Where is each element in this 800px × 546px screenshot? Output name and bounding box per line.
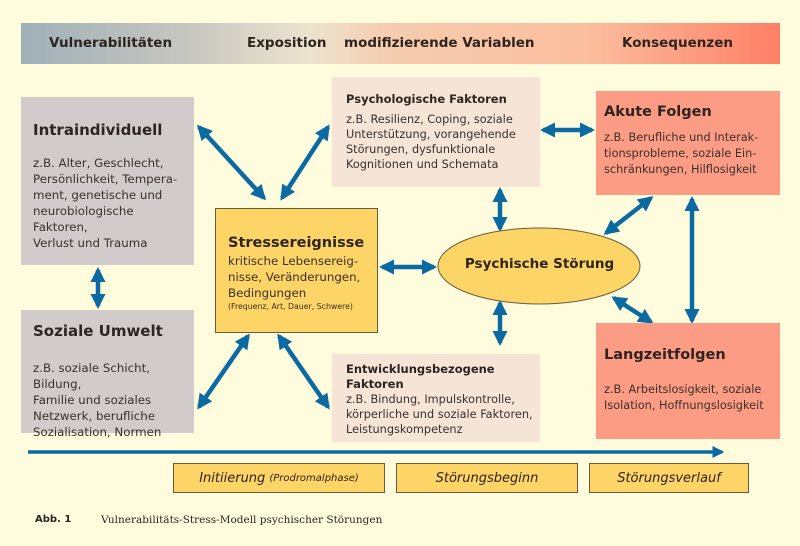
psychological-title: Psychologische Faktoren bbox=[346, 92, 507, 106]
text-line: z.B. Alter, Geschlecht, bbox=[33, 156, 164, 170]
text-line: Kognitionen und Schemata bbox=[346, 158, 499, 171]
box-social-environment: Soziale Umwelt z.B. soziale Schicht, Bil… bbox=[21, 310, 194, 439]
text-line: kritische Lebensereig- bbox=[228, 254, 359, 268]
title-line: Entwicklungsbezogene bbox=[346, 362, 495, 376]
phase-header-band: Vulnerabilitäten Exposition modifizieren… bbox=[21, 23, 780, 64]
box-acute-consequences: Akute Folgen z.B. Berufliche und Interak… bbox=[596, 91, 780, 195]
text-line: ment, genetische und bbox=[33, 188, 163, 202]
developmental-text: z.B. Bindung, Impulskontrolle, körperlic… bbox=[346, 392, 536, 437]
psychological-text: z.B. Resilienz, Coping, soziale Unterstü… bbox=[346, 112, 534, 172]
stress-title: Stressereignisse bbox=[228, 235, 365, 251]
phase-course-label: Störungsverlauf bbox=[617, 470, 721, 486]
text-line: neurobiologische Faktoren, bbox=[33, 204, 134, 234]
text-line: schränkungen, Hilflosigkeit bbox=[604, 163, 757, 176]
text-line: z.B. Berufliche und Interak- bbox=[604, 131, 759, 144]
developmental-title: Entwicklungsbezogene Faktoren bbox=[346, 362, 536, 392]
box-long-term-consequences: Langzeitfolgen z.B. Arbeitslosigkeit, so… bbox=[596, 323, 780, 439]
figure-label: Abb. 1 bbox=[35, 514, 72, 525]
text-line: Netzwerk, berufliche bbox=[33, 409, 155, 423]
text-line: Unterstützung, vorangehende bbox=[346, 128, 516, 141]
text-line: Verlust und Trauma bbox=[33, 236, 148, 250]
intraindividual-title: Intraindividuell bbox=[33, 121, 163, 139]
phase-initiation-label: Initiierung bbox=[199, 470, 266, 486]
text-line: z.B. Arbeitslosigkeit, soziale bbox=[604, 383, 762, 396]
phase-onset: Störungsbeginn bbox=[396, 463, 578, 493]
header-modifiers: modifizierende Variablen bbox=[344, 35, 535, 51]
text-line: körperliche und soziale Faktoren, bbox=[346, 408, 533, 421]
title-line: Faktoren bbox=[346, 377, 404, 391]
social-title: Soziale Umwelt bbox=[33, 322, 163, 340]
text-line: z.B. Bindung, Impulskontrolle, bbox=[346, 393, 515, 406]
header-vulnerabilities: Vulnerabilitäten bbox=[49, 35, 173, 51]
text-line: Isolation, Hoffnungslosigkeit bbox=[604, 399, 764, 412]
stress-text: kritische Lebensereig- nisse, Veränderun… bbox=[228, 253, 369, 301]
intraindividual-text: z.B. Alter, Geschlecht, Persönlichkeit, … bbox=[33, 155, 184, 251]
stress-note: (Frequenz, Art, Dauer, Schwere) bbox=[228, 302, 353, 311]
text-line: nisse, Veränderungen, bbox=[228, 270, 361, 284]
text-line: Bedingungen bbox=[228, 286, 307, 300]
arrow-stress-social bbox=[197, 333, 250, 410]
longterm-text: z.B. Arbeitslosigkeit, soziale Isolation… bbox=[604, 382, 776, 414]
box-psychological-factors: Psychologische Faktoren z.B. Resilienz, … bbox=[332, 77, 540, 187]
phase-course: Störungsverlauf bbox=[589, 463, 749, 493]
arrow-intra-stress bbox=[196, 124, 267, 201]
text-line: Leistungskompetenz bbox=[346, 423, 463, 436]
header-exposition: Exposition bbox=[247, 35, 327, 51]
figure-caption: Vulnerabilitäts-Stress-Modell psychische… bbox=[101, 514, 383, 526]
phase-initiation: Initiierung (Prodromalphase) bbox=[173, 463, 385, 493]
phase-initiation-sub: (Prodromalphase) bbox=[269, 472, 359, 484]
center-label: Psychische Störung bbox=[464, 256, 615, 272]
text-line: Störungen, dysfunktionale bbox=[346, 143, 496, 156]
box-intraindividual: Intraindividuell z.B. Alter, Geschlecht,… bbox=[21, 97, 194, 265]
social-text: z.B. soziale Schicht, Bildung, Familie u… bbox=[33, 360, 186, 440]
box-stress-events: Stressereignisse kritische Lebensereig- … bbox=[215, 208, 378, 333]
phase-onset-label: Störungsbeginn bbox=[435, 470, 539, 486]
acute-text: z.B. Berufliche und Interak- tionsproble… bbox=[604, 130, 776, 178]
arrow-center-acute bbox=[603, 196, 654, 235]
text-line: Sozialisation, Normen bbox=[33, 425, 162, 439]
arrow-center-longterm bbox=[611, 296, 654, 324]
text-line: Persönlichkeit, Tempera- bbox=[33, 172, 178, 186]
center-ellipse bbox=[437, 227, 641, 305]
acute-title: Akute Folgen bbox=[604, 104, 712, 120]
longterm-title: Langzeitfolgen bbox=[604, 347, 726, 363]
text-line: z.B. Resilienz, Coping, soziale bbox=[346, 113, 513, 126]
text-line: tionsprobleme, soziale Ein- bbox=[604, 147, 757, 160]
text-line: z.B. soziale Schicht, Bildung, bbox=[33, 361, 150, 391]
arrow-stress-develop bbox=[277, 333, 330, 410]
text-line: Familie und soziales bbox=[33, 393, 152, 407]
header-consequences: Konsequenzen bbox=[622, 35, 733, 51]
arrow-psych-stress bbox=[280, 124, 330, 201]
box-developmental-factors: Entwicklungsbezogene Faktoren z.B. Bindu… bbox=[332, 354, 540, 442]
